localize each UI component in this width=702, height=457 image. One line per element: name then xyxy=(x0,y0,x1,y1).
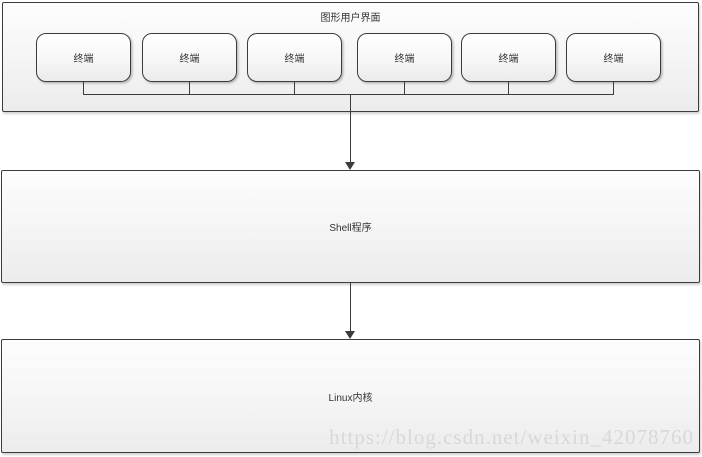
csdn-watermark: https://blog.csdn.net/weixin_42078760 xyxy=(329,425,694,449)
terminal-node: 终端 xyxy=(357,33,452,82)
shell-layer-box: Shell程序 xyxy=(1,170,700,283)
arrow-down-icon xyxy=(345,162,355,170)
gui-layer-title: 图形用户界面 xyxy=(320,13,381,24)
terminal-bus-line xyxy=(83,94,614,95)
terminal-node: 终端 xyxy=(566,33,661,82)
terminal-connector-line xyxy=(404,81,405,95)
kernel-layer-label: Linux内核 xyxy=(328,392,373,404)
terminal-node: 终端 xyxy=(142,33,237,82)
terminal-connector-line xyxy=(508,81,509,95)
gui-to-shell-arrow-line xyxy=(350,94,351,163)
kernel-layer-box: Linux内核 xyxy=(1,339,700,453)
shell-to-kernel-arrow-line xyxy=(350,283,351,332)
terminal-node: 终端 xyxy=(247,33,342,82)
arrow-down-icon xyxy=(345,331,355,339)
terminal-connector-line xyxy=(613,81,614,95)
shell-layer-label: Shell程序 xyxy=(329,223,372,234)
terminal-connector-line xyxy=(189,81,190,95)
terminal-connector-line xyxy=(83,81,84,95)
terminal-connector-line xyxy=(294,81,295,95)
terminal-node: 终端 xyxy=(36,33,131,82)
terminal-node: 终端 xyxy=(461,33,556,82)
